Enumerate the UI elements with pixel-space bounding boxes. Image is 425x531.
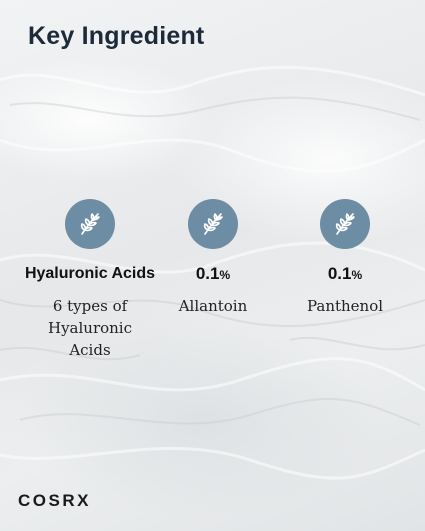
- ingredient-amount: 0.1: [327, 264, 352, 283]
- ingredient-amount: 0.1: [195, 264, 220, 283]
- ingredient-description: Panthenol: [306, 297, 384, 315]
- ingredient-name: Hyaluronic Acids: [24, 265, 156, 282]
- ingredient-icon-circle: [188, 199, 238, 249]
- leaf-branch-icon: [335, 213, 355, 235]
- leaf-branch-icon: [203, 213, 223, 235]
- brand-logo-text: COSRX: [18, 491, 91, 510]
- ingredient-unit: %: [351, 268, 363, 282]
- ingredient-concentration: 0.1%: [275, 263, 415, 285]
- ingredient-icon-circle: [65, 199, 115, 249]
- leaf-branch-icon: [80, 213, 100, 235]
- ingredient-description: 6 types of Hyaluronic Acids: [47, 297, 133, 359]
- ingredient-allantoin: 0.1% Allantoin: [143, 199, 283, 317]
- ingredient-panthenol: 0.1% Panthenol: [275, 199, 415, 317]
- ingredient-concentration: 0.1%: [143, 263, 283, 285]
- ingredient-hyaluronic-acids: Hyaluronic Acids 6 types of Hyaluronic A…: [20, 199, 160, 361]
- ingredient-unit: %: [219, 268, 231, 282]
- ingredient-icon-circle: [320, 199, 370, 249]
- page-title: Key Ingredient: [28, 22, 205, 50]
- ingredient-description: Allantoin: [178, 297, 248, 315]
